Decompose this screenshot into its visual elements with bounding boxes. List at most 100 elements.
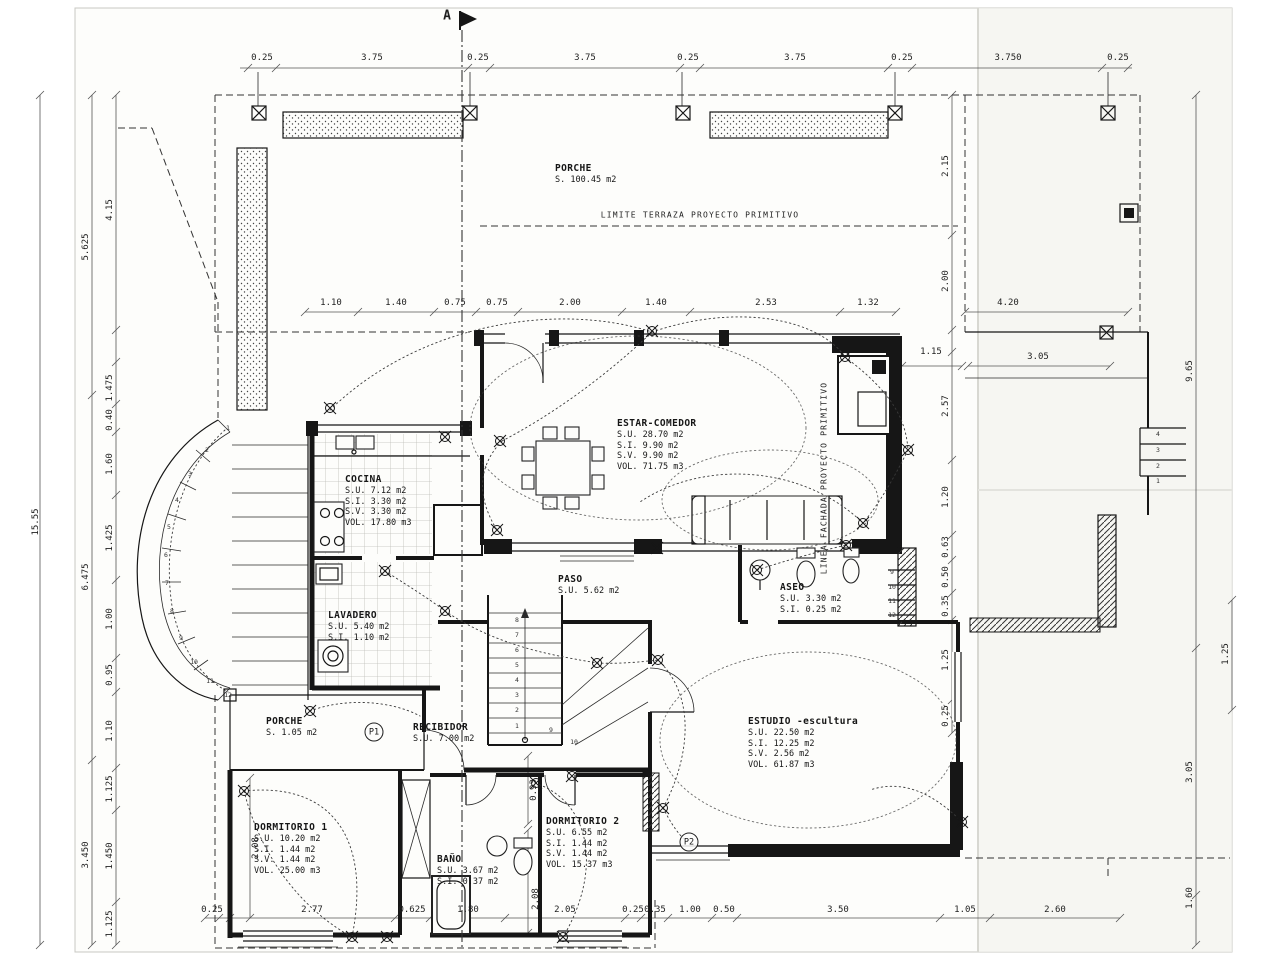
- dim-label: 1.475: [105, 374, 115, 402]
- stair-number: 2: [1156, 462, 1160, 470]
- stair-number: 9: [179, 634, 183, 642]
- stair-number: 11: [206, 677, 214, 685]
- stair-number: 10: [888, 583, 896, 591]
- room-name: PORCHE: [555, 163, 592, 174]
- dimension-lines: [35, 63, 1237, 950]
- section-line: [459, 11, 477, 950]
- room-metric: S.U. 7.00 m2: [413, 734, 475, 744]
- dim-label: 4.15: [105, 199, 115, 221]
- stair-number: 5: [515, 661, 519, 669]
- dim-label: 1.25: [1221, 643, 1231, 665]
- dim-label: 1.40: [385, 298, 407, 308]
- room-metric: S.V. 3.30 m2: [345, 507, 407, 517]
- room-name: ESTAR-COMEDOR: [617, 418, 697, 429]
- room-metric: VOL. 61.87 m3: [748, 759, 815, 770]
- room-metric: S.I. 3.30 m2: [345, 496, 407, 507]
- door-tag-p2: P2: [679, 832, 699, 852]
- dim-label: 2.08: [251, 837, 261, 859]
- stair-number: 4: [1156, 430, 1160, 438]
- room-metric: S.V. 1.44 m2: [254, 855, 316, 865]
- stair-number: 3: [188, 470, 192, 478]
- stair-number: 3: [515, 691, 519, 699]
- dim-label: 0.25: [1107, 53, 1129, 63]
- dim-label: 0.93: [529, 779, 539, 801]
- dim-label: 3.75: [361, 53, 383, 63]
- dim-label: 1.450: [105, 842, 115, 870]
- room-metric: S.I. 12.25 m2: [748, 738, 815, 749]
- room-metric: S.U. 7.12 m2: [345, 486, 407, 496]
- annotation-label: LIMITE TERRAZA PROYECTO PRIMITIVO: [600, 210, 800, 220]
- room-metric: S.V. 1.44 m2: [546, 849, 608, 859]
- dim-label: 0.25: [251, 53, 273, 63]
- door-tag-p1: P1: [364, 722, 384, 742]
- dim-label: 0.25: [941, 705, 951, 727]
- electrical: [237, 316, 969, 944]
- stair-number: 7: [515, 631, 519, 639]
- exterior-stair: [136, 419, 309, 701]
- neighbor-structures: [965, 203, 1186, 633]
- room-name: COCINA: [345, 474, 382, 485]
- terrace-and-site: [118, 94, 1230, 949]
- dim-label: 2.00: [941, 270, 951, 292]
- dim-label: 9.65: [1185, 360, 1195, 382]
- dim-label: 1.20: [941, 486, 951, 508]
- dim-label: 0.25: [201, 905, 223, 915]
- dim-label: 0.63: [941, 536, 951, 558]
- room-metric: VOL. 17.80 m3: [345, 517, 412, 528]
- room-metric: VOL. 25.00 m3: [254, 865, 321, 876]
- dim-label: 0.40: [105, 409, 115, 431]
- room-metric: S.U. 10.20 m2: [254, 834, 321, 844]
- stair-number: 6: [515, 646, 519, 654]
- stair-number: 4: [515, 676, 519, 684]
- stair-number: 1: [226, 424, 230, 432]
- dim-label: 2.00: [559, 298, 581, 308]
- room-metric: S.I. 1.44 m2: [546, 838, 608, 849]
- room-metric: VOL. 15.37 m3: [546, 859, 613, 870]
- room-name: RECIBIDOR: [413, 722, 469, 733]
- dim-label: 0.50: [713, 905, 735, 915]
- room-metric: S.I. 0.37 m2: [437, 876, 499, 887]
- dim-label: 0.25: [677, 53, 699, 63]
- dim-label: 0.75: [486, 298, 508, 308]
- dim-label: 2.15: [941, 155, 951, 177]
- dim-label: 0.95: [105, 664, 115, 686]
- section-marker-label: A: [443, 8, 451, 24]
- stair-number: 12: [224, 691, 232, 699]
- stair-number: 6: [164, 551, 168, 559]
- stair-number: 2: [515, 706, 519, 714]
- room-metric: S.U. 5.40 m2: [328, 622, 390, 632]
- room-metric: S.I. 1.44 m2: [254, 844, 316, 855]
- dim-label: 1.00: [105, 608, 115, 630]
- room-name: PASO: [558, 574, 583, 585]
- walls: [223, 329, 964, 948]
- room-name: LAVADERO: [328, 610, 377, 621]
- dim-label: 0.50: [941, 566, 951, 588]
- room-metric: S.U. 5.62 m2: [558, 586, 620, 596]
- dim-label: 1.05: [954, 905, 976, 915]
- stair-number: 1: [515, 722, 519, 730]
- dim-label: 1.425: [105, 524, 115, 552]
- stair-number: 10: [570, 738, 578, 746]
- dim-label: 0.625: [398, 905, 426, 915]
- dim-label: 2.05: [554, 905, 576, 915]
- dim-label: 2.77: [301, 905, 323, 915]
- dim-label: 3.05: [1185, 761, 1195, 783]
- porch-columns: [251, 105, 1116, 340]
- room-metric: S.U. 3.30 m2: [780, 594, 842, 604]
- dim-label: 1.15: [920, 347, 942, 357]
- room-name: ESTUDIO -escultura: [748, 716, 859, 727]
- dim-label: 1.60: [1185, 887, 1195, 909]
- room-metric: S. 100.45 m2: [555, 175, 617, 185]
- dim-label: 2.57: [941, 395, 951, 417]
